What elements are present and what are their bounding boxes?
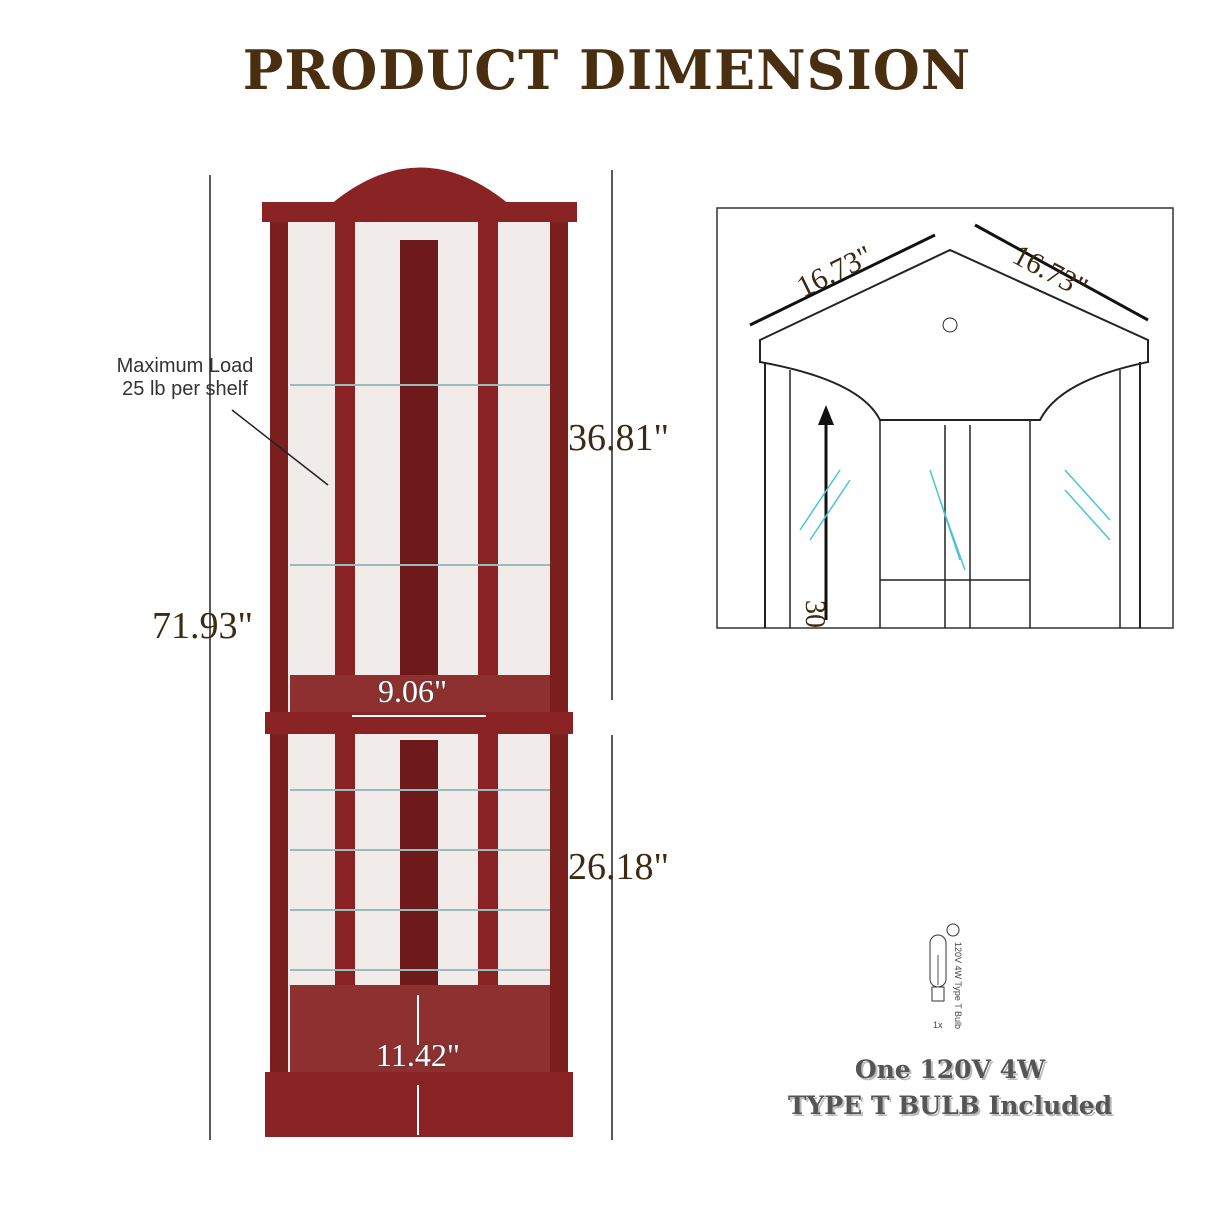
side-arrow-left bbox=[749, 233, 936, 327]
max-load-note: Maximum Load 25 lb per shelf bbox=[100, 355, 270, 401]
load-line-1: Maximum Load bbox=[116, 355, 254, 377]
lower-depth-label: 11.42" bbox=[376, 1037, 460, 1073]
page-title: PRODUCT DIMENSION bbox=[242, 38, 972, 102]
load-line-2: 25 lb per shelf bbox=[122, 378, 248, 400]
bulb-spec-vertical: 120V 4W Type T Bulb bbox=[953, 942, 963, 1030]
upper-depth-label: 9.06" bbox=[378, 673, 448, 709]
upper-height-label: 36.81" bbox=[568, 417, 670, 459]
bulb-caption-line-1: One 120V 4W bbox=[854, 1055, 1046, 1084]
cabinet bbox=[262, 167, 577, 1137]
total-height-label: 71.93" bbox=[152, 605, 254, 647]
load-leader-line bbox=[231, 409, 329, 486]
detail-partial-label: 30 bbox=[799, 600, 830, 628]
top-detail-box bbox=[716, 207, 1174, 629]
bulb-quantity: 1x bbox=[933, 1020, 943, 1030]
bulb-caption-line-2: TYPE T BULB Included bbox=[787, 1091, 1113, 1120]
bulb-caption: One 120V 4W TYPE T BULB Included bbox=[760, 1052, 1140, 1124]
lower-height-label: 26.18" bbox=[568, 846, 670, 888]
side-arrow-right bbox=[974, 223, 1149, 322]
bulb-icon bbox=[929, 923, 960, 1002]
